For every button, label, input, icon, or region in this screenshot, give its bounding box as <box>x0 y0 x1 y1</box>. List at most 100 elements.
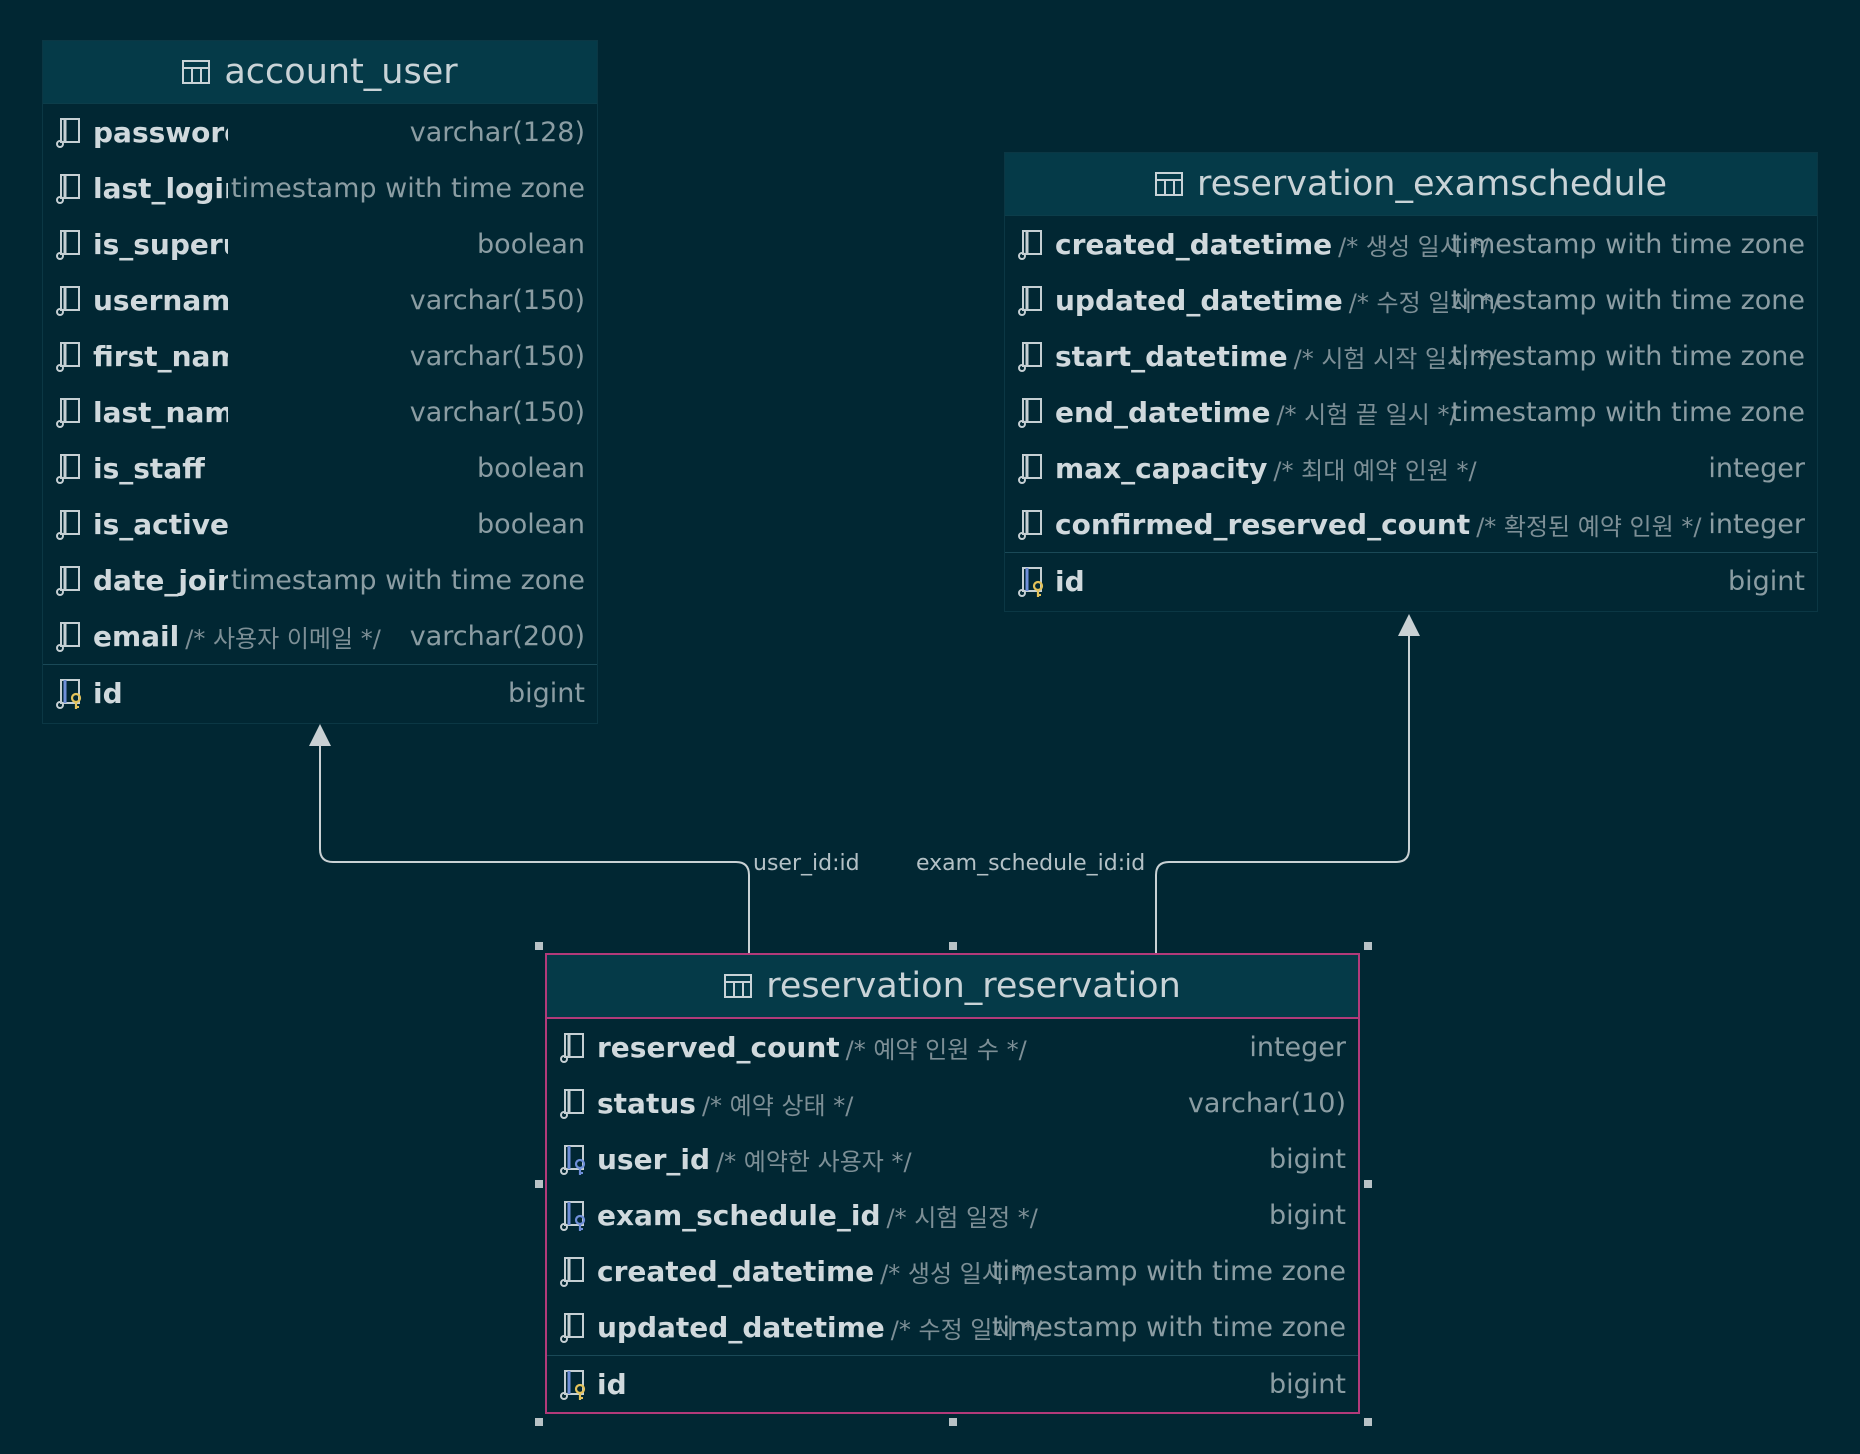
column-name: reserved_count <box>597 1030 840 1064</box>
column-name: id <box>93 676 123 710</box>
column-icon <box>56 286 80 316</box>
column-row[interactable]: username varchar(150) <box>43 272 597 328</box>
column-icon <box>1018 286 1042 316</box>
column-row[interactable]: created_datetime/* 생성 일시 */timestamp wit… <box>1005 216 1817 272</box>
table-icon <box>724 974 753 998</box>
entity-reservation-reservation[interactable]: reservation_reservation reserved_count/*… <box>545 953 1360 1414</box>
column-icon <box>56 510 80 540</box>
column-icon <box>560 1313 584 1343</box>
column-row[interactable]: end_datetime/* 시험 끝 일시 */timestamp with … <box>1005 384 1817 440</box>
column-type: varchar(150) <box>409 284 585 316</box>
column-name: created_datetime <box>1055 227 1333 261</box>
column-icon <box>56 454 80 484</box>
resize-handle-right[interactable] <box>1364 1180 1372 1188</box>
column-type: bigint <box>1269 1199 1346 1231</box>
column-name: confirmed_reserved_count <box>1055 507 1471 541</box>
column-row[interactable]: updated_datetime/* 수정 일시 */timestamp wit… <box>547 1299 1358 1355</box>
column-type: integer <box>1249 1031 1346 1063</box>
column-comment: /* 예약한 사용자 */ <box>716 1147 912 1176</box>
column-name: last_login <box>93 171 228 205</box>
column-row[interactable]: status/* 예약 상태 */varchar(10) <box>547 1075 1358 1131</box>
column-icon <box>56 118 80 148</box>
column-name: is_superuser <box>93 227 228 261</box>
relation-label-exam-schedule[interactable]: exam_schedule_id:id <box>916 851 1146 876</box>
column-type: timestamp with time zone <box>230 564 585 596</box>
column-comment: /* 예약 인원 수 */ <box>845 1035 1027 1064</box>
column-row[interactable]: max_capacity/* 최대 예약 인원 */integer <box>1005 440 1817 496</box>
column-icon <box>1018 454 1042 484</box>
column-row[interactable]: exam_schedule_id/* 시험 일정 */bigint <box>547 1187 1358 1243</box>
primary-key-row[interactable]: id bigint <box>43 665 597 721</box>
resize-handle-bottom-right[interactable] <box>1364 1418 1372 1426</box>
primary-key-row[interactable]: id bigint <box>547 1356 1358 1412</box>
column-type: varchar(128) <box>409 116 585 148</box>
column-name: created_datetime <box>597 1254 875 1288</box>
column-comment: /* 시험 일정 */ <box>886 1203 1038 1232</box>
entity-title: reservation_reservation <box>766 966 1181 1006</box>
column-comment: /* 최대 예약 인원 */ <box>1273 456 1477 485</box>
primary-key-divider <box>547 1355 1358 1356</box>
column-row[interactable]: is_superuser boolean <box>43 216 597 272</box>
column-row[interactable]: user_id/* 예약한 사용자 */bigint <box>547 1131 1358 1187</box>
column-icon <box>56 622 80 652</box>
column-icon <box>560 1089 584 1119</box>
column-type: timestamp with time zone <box>1450 340 1805 372</box>
column-row[interactable]: confirmed_reserved_count/* 확정된 예약 인원 */i… <box>1005 496 1817 552</box>
column-comment: /* 예약 상태 */ <box>701 1091 854 1120</box>
column-type: bigint <box>1269 1368 1346 1400</box>
resize-handle-bottom-left[interactable] <box>535 1418 543 1426</box>
entity-header[interactable]: reservation_reservation <box>547 955 1358 1019</box>
column-comment: /* 시험 끝 일시 */ <box>1276 400 1458 429</box>
column-icon <box>560 1257 584 1287</box>
relation-line-user <box>319 746 750 953</box>
column-row[interactable]: reserved_count/* 예약 인원 수 */ integer <box>547 1019 1358 1075</box>
column-type: timestamp with time zone <box>991 1311 1346 1343</box>
column-name: email <box>93 619 180 653</box>
foreign-key-column-icon <box>560 1201 586 1231</box>
primary-key-icon <box>56 679 82 709</box>
column-type: timestamp with time zone <box>991 1255 1346 1287</box>
column-row[interactable]: last_namevarchar(150) <box>43 384 597 440</box>
column-name: first_name <box>93 339 228 373</box>
column-name: user_id <box>597 1142 711 1176</box>
column-row[interactable]: updated_datetime/* 수정 일시 */timestamp wit… <box>1005 272 1817 328</box>
table-icon <box>1154 172 1183 196</box>
column-name: id <box>597 1367 627 1401</box>
column-icon <box>56 342 80 372</box>
column-name: id <box>1055 564 1085 598</box>
entity-header[interactable]: reservation_examschedule <box>1005 153 1817 216</box>
arrowhead-examschedule <box>1398 614 1420 636</box>
column-name: username <box>93 283 228 317</box>
column-row[interactable]: created_datetime/* 생성 일시 */timestamp wit… <box>547 1243 1358 1299</box>
entity-account-user[interactable]: account_user password varchar(128) last_lo… <box>42 40 598 724</box>
column-row[interactable]: email/* 사용자 이메일 */varchar(200) <box>43 608 597 664</box>
column-row[interactable]: start_datetime/* 시험 시작 일시 */timestamp wi… <box>1005 328 1817 384</box>
column-row[interactable]: date_joinedtimestamp with time zone <box>43 552 597 608</box>
column-type: bigint <box>508 677 585 709</box>
column-row[interactable]: first_namevarchar(150) <box>43 328 597 384</box>
column-comment: /* 생성 일시 */ <box>1338 232 1490 261</box>
column-row[interactable]: password varchar(128) <box>43 104 597 160</box>
column-comment: /* 수정 일시 */ <box>890 1315 1043 1344</box>
resize-handle-top-left[interactable] <box>535 942 543 950</box>
entity-reservation-examschedule[interactable]: reservation_examschedule created_datetim… <box>1004 152 1818 612</box>
column-type: timestamp with time zone <box>1450 396 1805 428</box>
resize-handle-left[interactable] <box>535 1180 543 1188</box>
foreign-key-column-icon <box>560 1145 586 1175</box>
column-name: password <box>93 115 228 149</box>
entity-header[interactable]: account_user <box>43 41 597 104</box>
column-type: boolean <box>477 228 585 260</box>
column-type: varchar(150) <box>409 396 585 428</box>
relation-label-user[interactable]: user_id:id <box>753 851 860 876</box>
primary-key-divider <box>1005 552 1817 553</box>
column-row[interactable]: last_logintimestamp with time zone <box>43 160 597 216</box>
arrowhead-account-user <box>309 724 331 746</box>
column-icon <box>56 230 80 260</box>
resize-handle-bottom[interactable] <box>949 1418 957 1426</box>
column-comment: /* 생성 일시 */ <box>880 1259 1032 1288</box>
resize-handle-top-right[interactable] <box>1364 942 1372 950</box>
resize-handle-top[interactable] <box>949 942 957 950</box>
